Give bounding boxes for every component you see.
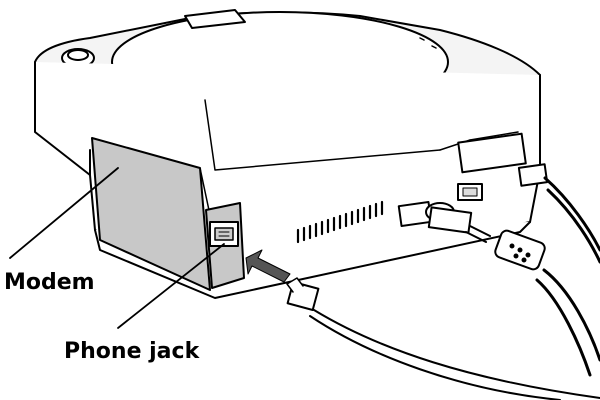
modem-label: Modem [4,270,95,295]
power-cable [397,201,600,377]
ferrite-core [494,229,546,271]
rear-vent [296,200,384,244]
phone-cord [286,277,600,400]
phone-jack [209,221,239,247]
serial-port [457,183,483,201]
insert-arrow-icon [245,249,291,283]
callout-lines [9,167,225,329]
phone-jack-label: Phone jack [64,339,200,364]
jack-callout-line [117,243,225,329]
av-cable [457,131,600,264]
modem-callout-line [9,167,119,259]
